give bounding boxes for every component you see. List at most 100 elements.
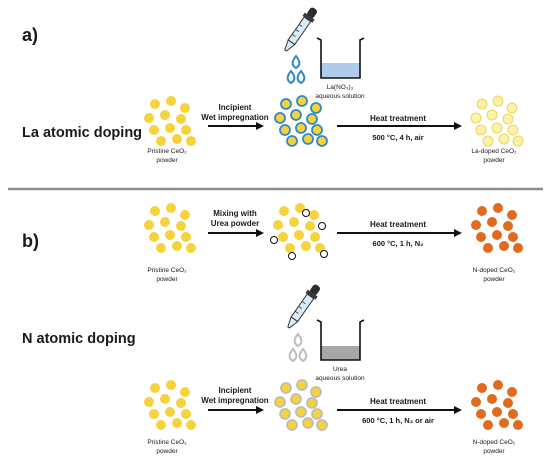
particle [280, 382, 292, 394]
particle [166, 96, 176, 106]
particle [503, 221, 513, 231]
particle [310, 232, 320, 242]
cluster-pristine-b1 [144, 203, 196, 253]
particle [150, 383, 160, 393]
particle [274, 396, 286, 408]
step-label-mixing: Mixing with [213, 209, 257, 218]
particle [278, 232, 288, 242]
la-drops [286, 54, 306, 85]
la-solution-label-2: aqueous solution [315, 93, 365, 100]
urea-particle [320, 250, 328, 258]
particle [149, 409, 159, 419]
particle [279, 206, 289, 216]
particle [165, 230, 175, 240]
particle [279, 408, 291, 420]
cluster-urea-impregnated [274, 379, 328, 431]
particle [290, 109, 302, 121]
particle [144, 397, 154, 407]
particle [180, 387, 190, 397]
particle [301, 241, 311, 251]
urea-particle [302, 209, 310, 217]
particle [156, 420, 166, 430]
caption-la-doped: La-doped CeO₂ [471, 148, 517, 155]
condition-n-1: 600 °C, 1 h, N₂ [373, 239, 424, 248]
particle [273, 220, 283, 230]
particle [492, 95, 504, 107]
particle [507, 210, 517, 220]
la-solution-label-1: La(NO₃)₃ [327, 84, 354, 91]
condition-n-2: 600 °C, 1 h, N₂ or air [362, 416, 434, 425]
particle [311, 408, 323, 420]
urea-solution-label-1: Urea [333, 366, 347, 373]
row-title-la: La atomic doping [22, 125, 142, 141]
urea-drops [288, 332, 308, 363]
caption-pristine: Pristine CeO₂ [147, 439, 187, 446]
particle [150, 206, 160, 216]
particle [286, 135, 298, 147]
cluster-n-doped-2 [471, 380, 523, 430]
drop-icon [288, 347, 298, 363]
particle [512, 135, 524, 147]
caption-powder: powder [156, 157, 178, 164]
beaker-icon [316, 319, 365, 361]
particle [149, 125, 159, 135]
drop-icon [293, 332, 303, 348]
step-label-heat: Heat treatment [370, 220, 426, 229]
particle [165, 407, 175, 417]
particle [499, 241, 509, 251]
caption-n-doped: N-doped CeO₂ [473, 267, 516, 274]
particle [181, 232, 191, 242]
condition-la: 500 °C, 4 h, air [372, 133, 423, 142]
particle [289, 217, 299, 227]
urea-solution-label-2: aqueous solution [315, 375, 365, 382]
particle [280, 98, 292, 110]
particle [499, 418, 509, 428]
particle [160, 217, 170, 227]
particle [285, 243, 295, 253]
particle [172, 241, 182, 251]
particle [508, 232, 518, 242]
particle [309, 210, 319, 220]
row-title-n: N atomic doping [22, 331, 136, 347]
particle [476, 98, 488, 110]
particle [487, 394, 497, 404]
particle [487, 217, 497, 227]
particle [156, 136, 166, 146]
particle [482, 135, 494, 147]
particle [180, 210, 190, 220]
particle [513, 420, 523, 430]
particle [493, 380, 503, 390]
caption-powder: powder [156, 276, 178, 283]
particle [295, 203, 305, 213]
step-label-incipient: Incipient [219, 103, 252, 112]
particle [180, 103, 190, 113]
caption-pristine: Pristine CeO₂ [147, 267, 187, 274]
particle [294, 230, 304, 240]
particle [483, 243, 493, 253]
particle [286, 419, 298, 431]
particle [295, 122, 307, 134]
particle [150, 99, 160, 109]
particle [144, 113, 154, 123]
cluster-urea-mixed [270, 203, 328, 260]
particle [149, 232, 159, 242]
drop-icon [296, 69, 306, 85]
step-label-incipient: Incipient [219, 386, 252, 395]
particle [316, 135, 328, 147]
panel-label-a: a) [22, 25, 38, 45]
panel-label-b: b) [22, 231, 39, 251]
particle [172, 134, 182, 144]
caption-pristine: Pristine CeO₂ [147, 148, 187, 155]
caption-powder: powder [156, 448, 178, 455]
particle [306, 397, 318, 409]
particle [160, 394, 170, 404]
particle [506, 102, 518, 114]
particle [160, 110, 170, 120]
particle [471, 220, 481, 230]
particle [186, 243, 196, 253]
dropper-icon [287, 284, 321, 329]
particle [476, 232, 486, 242]
particle [296, 95, 308, 107]
